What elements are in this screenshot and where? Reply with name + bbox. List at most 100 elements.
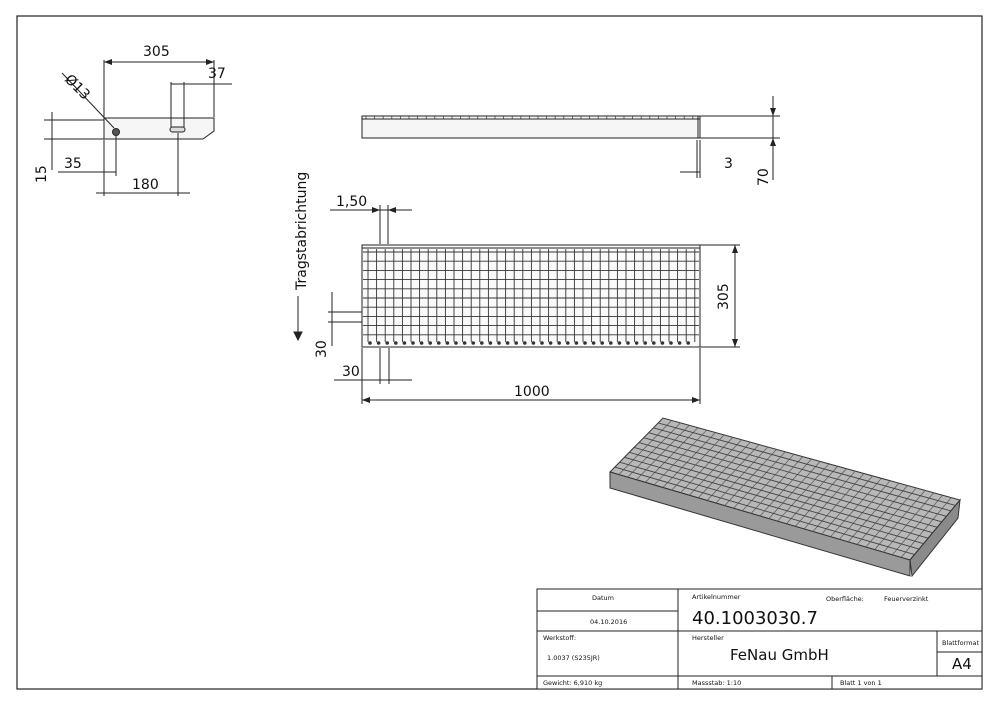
nosing-dot <box>540 341 544 345</box>
iso-crossbar <box>821 475 873 535</box>
dim-side-width: 305 <box>143 44 170 60</box>
iso-crossbar <box>662 432 716 488</box>
iso-crossbar <box>892 494 943 556</box>
side-profile <box>103 117 215 140</box>
nosing-dot <box>686 341 690 345</box>
top-view-dimensions <box>293 205 740 404</box>
iso-crossbar <box>653 429 707 486</box>
iso-crossbar <box>733 451 786 509</box>
iso-crossbar <box>786 466 838 524</box>
dim-nose: 3 <box>724 156 733 172</box>
nosing-dot <box>574 341 579 345</box>
nosing-dot <box>471 341 476 345</box>
nosing-dot <box>583 341 587 345</box>
tb-date-label: Datum <box>592 594 614 602</box>
tb-format-value: A4 <box>952 655 972 673</box>
isometric-view <box>609 417 961 578</box>
nosing-dot <box>385 341 390 345</box>
front-view-bars <box>365 116 694 119</box>
dim-bar-thickness: 1,50 <box>336 194 367 210</box>
nosing-dot <box>591 341 596 345</box>
bearing-direction-label: Tragstabrichtung <box>294 172 310 291</box>
nosing-dot <box>437 341 441 345</box>
tb-manufacturer-label: Hersteller <box>692 634 724 642</box>
nosing-dot <box>480 341 484 345</box>
iso-crossbar <box>812 473 865 532</box>
nosing-dot <box>531 341 536 345</box>
tb-surface-label: Oberfläche: <box>826 595 864 603</box>
iso-crossbar <box>715 446 769 504</box>
nosing-dot <box>454 341 458 345</box>
iso-bearing-bar <box>619 461 920 550</box>
iso-crossbar <box>865 487 917 548</box>
dim-mesh-spacing-h: 30 <box>342 364 360 380</box>
nosing-dot <box>643 341 647 345</box>
tb-article-value: 40.1003030.7 <box>692 608 818 629</box>
mounting-slot <box>169 126 186 133</box>
dim-length: 1000 <box>514 384 550 400</box>
iso-bearing-bar <box>653 427 952 512</box>
nosing-dot <box>548 341 553 345</box>
iso-crossbar <box>883 492 935 553</box>
tb-article-label: Artikelnummer <box>692 593 741 601</box>
fixing-hole <box>112 128 120 136</box>
tb-format-label: Blattformat <box>942 639 979 647</box>
iso-crossbar <box>759 458 812 517</box>
nosing-dot <box>617 341 622 345</box>
iso-crossbar <box>689 439 742 496</box>
dim-hole-diameter: Ø13 <box>61 72 93 104</box>
nosing-dot <box>419 341 424 345</box>
tb-material-value: 1.0037 (S235JR) <box>547 654 600 662</box>
arrow-heads <box>104 59 776 403</box>
nosing-dot <box>411 341 415 345</box>
iso-front-face <box>609 471 911 577</box>
nosing-dot <box>609 341 613 345</box>
dim-slot-offset: 37 <box>208 66 226 82</box>
iso-crossbar <box>839 480 891 540</box>
iso-crossbar <box>777 463 830 522</box>
iso-grating-mesh <box>614 420 956 558</box>
nosing-dot <box>669 341 673 345</box>
dim-mesh-spacing-v: 30 <box>314 340 330 358</box>
title-block <box>536 588 983 690</box>
sheet-border <box>16 15 983 690</box>
nosing-dot <box>523 341 527 345</box>
nosing-dot <box>402 341 407 345</box>
nosing-dot <box>368 341 372 345</box>
top-view-grid <box>363 249 699 345</box>
iso-bearing-bar <box>624 456 924 545</box>
nosing-dot <box>428 341 433 345</box>
side-view <box>44 60 232 196</box>
tb-manufacturer-value: FeNau GmbH <box>730 646 829 664</box>
tb-scale: Massstab: 1:10 <box>692 679 741 687</box>
iso-crossbar <box>645 427 699 483</box>
nosing-dot <box>557 341 561 345</box>
iso-crossbar <box>706 444 760 501</box>
nosing-dot <box>677 341 682 345</box>
iso-bearing-bar <box>638 442 938 528</box>
iso-crossbar <box>627 422 681 478</box>
iso-bearing-bar <box>658 422 956 506</box>
iso-crossbar <box>724 449 777 506</box>
iso-crossbar <box>618 420 672 475</box>
iso-crossbar <box>874 490 926 550</box>
nosing-dot <box>394 341 398 345</box>
iso-crossbar <box>680 437 734 493</box>
nosing-dot <box>660 341 665 345</box>
iso-bearing-bar <box>643 437 942 523</box>
iso-crossbar <box>803 470 856 530</box>
nosing-dot <box>445 341 450 345</box>
iso-bearing-bar <box>648 432 947 517</box>
iso-crossbar <box>697 441 751 499</box>
nosing-dot <box>376 341 381 345</box>
nosing-dot <box>497 341 501 345</box>
tb-sheet: Blatt 1 von 1 <box>840 679 882 687</box>
iso-crossbar <box>750 456 804 514</box>
tb-weight: Gewicht: 6,910 kg <box>543 679 602 687</box>
nosing-dot <box>488 341 493 345</box>
dim-depth: 305 <box>716 283 732 310</box>
nosing-dot <box>634 341 639 345</box>
iso-side-face <box>909 498 961 578</box>
dim-hole-from-edge: 35 <box>64 156 82 172</box>
nosing-dot <box>600 341 604 345</box>
